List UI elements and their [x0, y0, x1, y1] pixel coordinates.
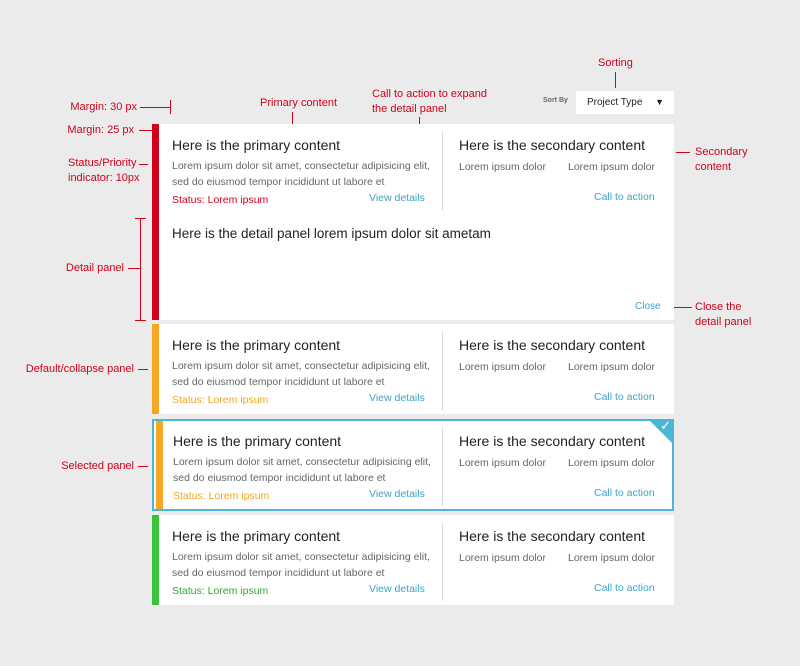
view-details-link[interactable]: View details [369, 583, 425, 595]
annotation-detail-panel: Detail panel [65, 262, 124, 274]
secondary-title: Here is the secondary content [459, 137, 645, 153]
panel-default[interactable]: Here is the primary content Lorem ipsum … [152, 515, 674, 605]
secondary-value: Lorem ipsum dolor [459, 457, 546, 469]
status-text: Status: Lorem ipsum [172, 194, 269, 206]
secondary-title: Here is the secondary content [459, 528, 645, 544]
annotation-margin-25: Margin: 25 px [67, 124, 134, 136]
call-to-action-link[interactable]: Call to action [594, 487, 655, 499]
annotation-margin-30: Margin: 30 px [70, 101, 137, 113]
annotation-default-panel: Default/collapse panel [25, 363, 134, 375]
panel-divider [442, 523, 443, 601]
status-indicator-bar [152, 324, 159, 414]
view-details-link[interactable]: View details [369, 488, 425, 500]
secondary-value: Lorem ipsum dolor [568, 361, 655, 373]
annotation-line [135, 218, 146, 219]
secondary-value: Lorem ipsum dolor [459, 552, 546, 564]
primary-title: Here is the primary content [173, 433, 342, 449]
panel-selected[interactable]: Here is the primary content Lorem ipsum … [152, 418, 674, 511]
primary-description: Lorem ipsum dolor sit amet, consectetur … [173, 456, 431, 484]
annotation-line [138, 466, 148, 467]
annotation-line [138, 369, 148, 370]
sort-dropdown[interactable]: Project Type ▼ [576, 91, 674, 114]
annotation-sorting: Sorting [598, 57, 633, 69]
panel-divider [442, 428, 443, 506]
primary-description: Lorem ipsum dolor sit amet, consectetur … [172, 360, 430, 388]
primary-description: Lorem ipsum dolor sit amet, consectetur … [172, 160, 430, 188]
call-to-action-link[interactable]: Call to action [594, 191, 655, 203]
detail-panel-title: Here is the detail panel lorem ipsum dol… [172, 226, 491, 241]
annotation-line [139, 164, 148, 165]
status-text: Status: Lorem ipsum [173, 490, 270, 502]
sort-value: Project Type [587, 97, 643, 108]
annotation-line [615, 72, 616, 88]
annotation-line [676, 152, 690, 153]
annotation-line [170, 100, 171, 114]
secondary-title: Here is the secondary content [459, 433, 645, 449]
selected-corner-badge [648, 419, 674, 445]
annotation-close-detail: Close the detail panel [695, 301, 752, 328]
status-indicator-bar [152, 124, 159, 320]
chevron-down-icon: ▼ [655, 97, 664, 107]
secondary-title: Here is the secondary content [459, 337, 645, 353]
status-text: Status: Lorem ipsum [172, 585, 269, 597]
secondary-value: Lorem ipsum dolor [568, 552, 655, 564]
panel-divider [442, 332, 443, 410]
status-indicator-bar [156, 421, 163, 509]
call-to-action-link[interactable]: Call to action [594, 391, 655, 403]
panel-expanded[interactable]: Here is the primary content Lorem ipsum … [152, 124, 674, 320]
annotation-line [670, 307, 692, 308]
annotation-secondary-content: Secondary content [695, 146, 748, 173]
annotation-call-to-action: Call to action to expand the detail pane… [372, 88, 487, 115]
primary-title: Here is the primary content [172, 137, 341, 153]
primary-description: Lorem ipsum dolor sit amet, consectetur … [172, 551, 430, 579]
annotation-primary-content: Primary content [260, 97, 338, 109]
view-details-link[interactable]: View details [369, 392, 425, 404]
secondary-value: Lorem ipsum dolor [459, 361, 546, 373]
status-indicator-bar [152, 515, 159, 605]
primary-title: Here is the primary content [172, 337, 341, 353]
primary-title: Here is the primary content [172, 528, 341, 544]
annotation-line [140, 218, 141, 320]
panel-default[interactable]: Here is the primary content Lorem ipsum … [152, 324, 674, 414]
status-text: Status: Lorem ipsum [172, 394, 269, 406]
annotation-line [128, 268, 140, 269]
close-detail-link[interactable]: Close [635, 301, 661, 312]
secondary-value: Lorem ipsum dolor [568, 457, 655, 469]
annotation-status-indicator: Status/Priority indicator: 10px [68, 157, 140, 184]
annotation-selected-panel: Selected panel [61, 460, 134, 472]
view-details-link[interactable]: View details [369, 192, 425, 204]
checkmark-icon: ✓ [660, 418, 671, 433]
panel-divider [442, 132, 443, 210]
sort-label: Sort By [543, 97, 568, 104]
annotation-line [140, 107, 170, 108]
annotation-line [135, 320, 146, 321]
secondary-value: Lorem ipsum dolor [568, 161, 655, 173]
secondary-value: Lorem ipsum dolor [459, 161, 546, 173]
call-to-action-link[interactable]: Call to action [594, 582, 655, 594]
